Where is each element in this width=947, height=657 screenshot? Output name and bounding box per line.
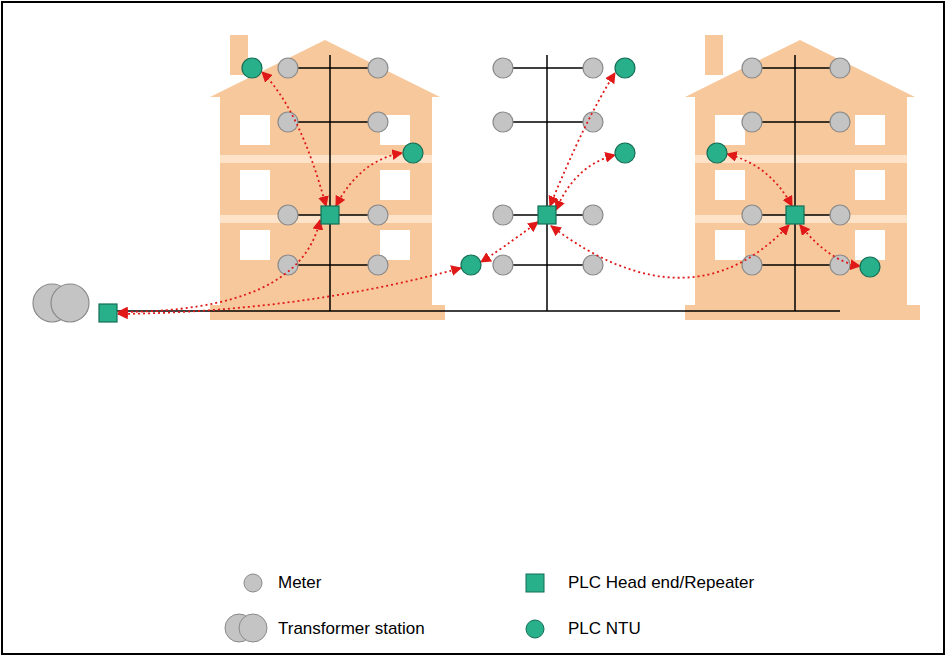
legend-label: Transformer station: [278, 619, 425, 639]
legend-label: PLC Head end/Repeater: [568, 573, 754, 593]
legend-label: Meter: [278, 573, 321, 593]
legend-samples: [225, 574, 544, 642]
legend-label: PLC NTU: [568, 619, 641, 639]
